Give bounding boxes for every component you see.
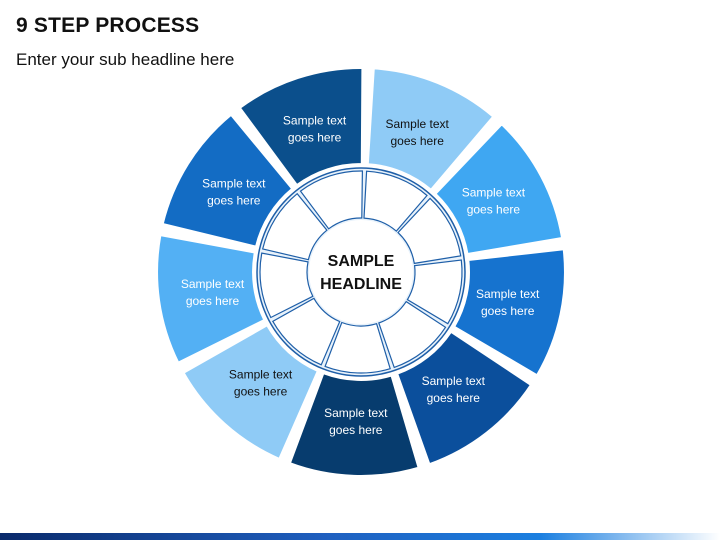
step-text-line1: Sample text — [422, 374, 486, 388]
step-segment-1: Sample text goes here — [238, 66, 364, 187]
step-segment-shape — [156, 234, 266, 365]
step-text-line1: Sample text — [324, 406, 388, 420]
step-text-line2: goes here — [288, 130, 342, 144]
inner-ring-cell-5 — [378, 300, 447, 369]
page-title: 9 STEP PROCESS — [16, 14, 200, 37]
step-segment-8: Sample text goes here — [156, 234, 266, 365]
step-text-line2: goes here — [481, 304, 535, 318]
step-text-line1: Sample text — [386, 117, 450, 131]
step-segment-3: Sample text goes here — [434, 122, 564, 256]
step-text-line2: goes here — [234, 385, 288, 399]
step-text-line1: Sample text — [229, 368, 293, 382]
step-segment-shape — [366, 67, 495, 192]
center-headline-line1: SAMPLE — [328, 253, 395, 270]
step-segment-9: Sample text goes here — [161, 113, 294, 248]
step-text-line2: goes here — [207, 194, 261, 208]
step-segment-shape — [395, 330, 533, 466]
step-segment-6: Sample text goes here — [288, 371, 420, 477]
center-headline-line2: HEADLINE — [320, 276, 402, 293]
step-text-line2: goes here — [329, 423, 383, 437]
inner-ring-cell-7 — [271, 297, 341, 366]
step-text-line2: goes here — [391, 134, 445, 148]
step-text-line2: goes here — [427, 391, 481, 405]
step-text-line2: goes here — [467, 203, 521, 217]
step-segment-shape — [452, 248, 566, 377]
step-segment-2: Sample text goes here — [366, 67, 495, 192]
step-text-line1: Sample text — [283, 113, 347, 127]
center-circle — [309, 220, 413, 324]
inner-ring-cell-9 — [261, 192, 328, 261]
inner-ring-cell-2 — [363, 170, 428, 232]
step-segment-5: Sample text goes here — [395, 330, 533, 466]
page-subtitle: Enter your sub headline here — [16, 50, 235, 69]
inner-ring-cell-1 — [299, 170, 364, 230]
step-segment-shape — [182, 323, 320, 461]
step-segment-shape — [288, 371, 420, 477]
step-segment-7: Sample text goes here — [182, 323, 320, 461]
footer-gradient-bar — [0, 533, 720, 540]
inner-ring-cell-4 — [406, 259, 463, 325]
step-text-line1: Sample text — [476, 287, 540, 301]
step-text-line2: goes here — [186, 294, 240, 308]
step-segment-4: Sample text goes here — [452, 248, 566, 377]
step-segment-shape — [434, 122, 564, 256]
step-text-line1: Sample text — [462, 186, 526, 200]
step-segment-shape — [238, 66, 364, 187]
step-segment-shape — [161, 113, 294, 248]
inner-ring-cell-6 — [324, 321, 391, 374]
step-text-line1: Sample text — [202, 177, 266, 191]
step-text-line1: Sample text — [181, 277, 245, 291]
inner-ring-cell-3 — [397, 197, 462, 265]
inner-ring-cell-8 — [259, 252, 314, 319]
